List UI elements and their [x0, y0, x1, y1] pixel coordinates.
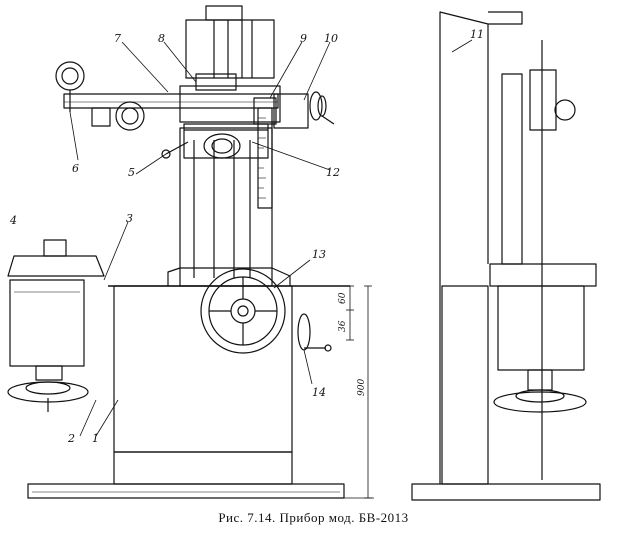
- figure-caption: Рис. 7.14. Прибор мод. БВ-2013: [218, 510, 409, 525]
- callout-13: 13: [312, 248, 326, 261]
- dimension-36: 36: [338, 320, 348, 332]
- callout-14: 14: [312, 386, 326, 399]
- callout-3: 3: [126, 212, 133, 225]
- indicator-gauge: [55, 61, 145, 131]
- callout-10: 10: [324, 32, 338, 45]
- callout-7: 7: [114, 32, 121, 45]
- base-plate: [27, 483, 345, 499]
- dimension-900: 900: [357, 379, 367, 396]
- callout-9: 9: [300, 32, 307, 45]
- side-view: [411, 11, 601, 501]
- callout-6: 6: [72, 162, 79, 175]
- arm-handwheel: [309, 91, 335, 125]
- leader-lines: [69, 41, 331, 437]
- callout-1: 1: [92, 432, 99, 445]
- measuring-arm: [63, 93, 309, 129]
- left-spindle-handwheel: [7, 381, 89, 412]
- callout-8: 8: [158, 32, 165, 45]
- column-top-housing: [185, 5, 275, 79]
- dimension-lines: [344, 285, 374, 499]
- slide-carriage: [179, 73, 281, 159]
- side-lever: [297, 313, 332, 352]
- callout-4: 4: [9, 214, 17, 227]
- callout-5: 5: [128, 166, 135, 179]
- main-body: [108, 285, 350, 485]
- callout-11: 11: [470, 28, 484, 41]
- callout-12: 12: [326, 166, 340, 179]
- left-spindle-housing: [7, 239, 105, 381]
- microscope-eyepiece: [203, 133, 241, 159]
- clamp-lever: [161, 141, 189, 159]
- dimension-60: 60: [338, 292, 348, 304]
- right-handwheel: [200, 268, 286, 354]
- callout-2: 2: [67, 432, 75, 445]
